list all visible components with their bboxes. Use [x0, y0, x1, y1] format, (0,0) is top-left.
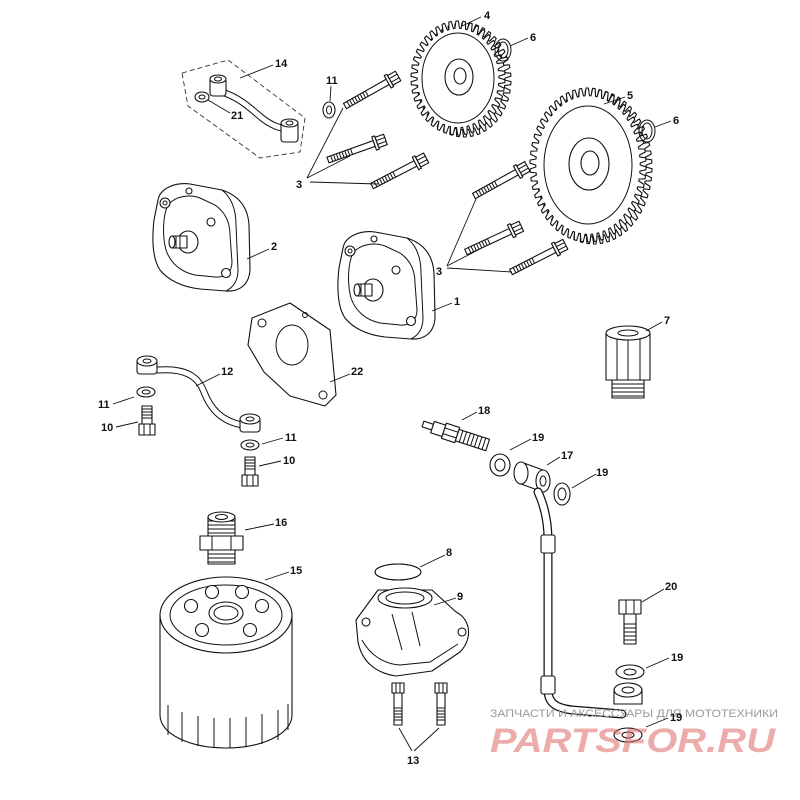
callout-label-18: 18 — [478, 405, 490, 417]
watermark-tagline: ЗАПЧАСТИ И АКСЕССУАРЫ ДЛЯ МОТОТЕХНИКИ — [490, 708, 778, 720]
callout-label-5: 5 — [627, 90, 633, 102]
dashed-outline — [181, 59, 306, 159]
gear-5-bore — [580, 150, 600, 176]
circlip-6-a — [494, 38, 512, 62]
bolt-3-c — [368, 151, 430, 193]
filter-housing-9 — [355, 587, 470, 677]
callout-label-10: 10 — [101, 422, 113, 434]
watermark-logo: PARTSFOR.RU — [490, 722, 777, 760]
oring-8 — [374, 563, 422, 581]
gear-4-web — [421, 32, 495, 124]
callout-label-9: 9 — [457, 591, 463, 603]
gear-4-bore — [453, 67, 467, 85]
callout-label-16: 16 — [275, 517, 287, 529]
washer-11-top — [322, 101, 336, 119]
callout-label-20: 20 — [665, 581, 677, 593]
callout-label-7: 7 — [664, 315, 670, 327]
washer-19-a — [489, 453, 511, 477]
bolt-10-left — [138, 405, 156, 436]
washer-19-c — [615, 664, 645, 680]
callout-label-8: 8 — [446, 547, 452, 559]
circlip-6-b — [638, 119, 656, 143]
leader-lines — [112, 16, 672, 752]
bolt-3-d — [470, 159, 532, 203]
callout-label-14: 14 — [275, 58, 288, 70]
watermark: ЗАПЧАСТИ И АКСЕССУАРЫ ДЛЯ МОТОТЕХНИКИ PA… — [490, 708, 778, 760]
nipple-16 — [199, 511, 244, 565]
callout-label-19: 19 — [670, 712, 682, 724]
washer-19-b — [553, 482, 571, 506]
pipe-14-banjo-right — [280, 118, 299, 143]
callout-label-19: 19 — [596, 467, 608, 479]
oil-pump-1 — [337, 231, 436, 340]
callout-label-2: 2 — [271, 241, 277, 253]
callout-label-6: 6 — [530, 32, 536, 44]
washer-19-d — [613, 727, 643, 743]
oil-filter-15 — [159, 576, 293, 749]
bolt-3-b — [325, 132, 389, 168]
callout-label-22: 22 — [351, 366, 363, 378]
callout-label-6: 6 — [673, 115, 679, 127]
gear-5-web — [543, 105, 633, 225]
callout-label-17: 17 — [561, 450, 573, 462]
gear-4 — [410, 20, 512, 138]
callout-label-1: 1 — [454, 296, 460, 308]
callout-label-21: 21 — [231, 110, 243, 122]
bolt-13-a — [391, 682, 405, 726]
pipe-14-banjo-left — [209, 74, 227, 97]
callout-label-3: 3 — [436, 266, 442, 278]
callout-labels: 4 6 5 6 14 21 11 3 3 2 1 7 22 12 11 10 1… — [98, 10, 683, 767]
banjo-fitting — [613, 682, 643, 705]
pipe-12 — [136, 355, 261, 433]
washer-21 — [194, 91, 210, 103]
callout-label-19: 19 — [532, 432, 544, 444]
callout-label-3: 3 — [296, 179, 302, 191]
callout-label-11: 11 — [326, 75, 338, 87]
gasket-22 — [247, 302, 337, 407]
callout-label-15: 15 — [290, 565, 302, 577]
callout-label-11: 11 — [98, 399, 110, 411]
callout-label-11: 11 — [285, 432, 297, 444]
callout-label-13: 13 — [407, 755, 419, 767]
fitting-17 — [513, 461, 551, 493]
bolt-3-f — [507, 237, 570, 279]
washer-11-right — [240, 439, 260, 451]
bolt-10-right — [241, 456, 259, 487]
gear-5 — [529, 87, 653, 245]
bolt-3-a — [341, 69, 403, 113]
oil-line — [533, 487, 627, 719]
washer-11-left — [136, 386, 156, 398]
callout-label-10: 10 — [283, 455, 295, 467]
callout-label-12: 12 — [221, 366, 233, 378]
oil-pump-2 — [152, 183, 251, 292]
callout-label-4: 4 — [484, 10, 491, 22]
sensor-18 — [421, 420, 491, 452]
callout-label-19: 19 — [671, 652, 683, 664]
bolt-20 — [618, 599, 642, 645]
pipe-14-assembly — [181, 59, 306, 159]
bolt-13-b — [434, 682, 448, 726]
fitting-7 — [605, 325, 651, 399]
